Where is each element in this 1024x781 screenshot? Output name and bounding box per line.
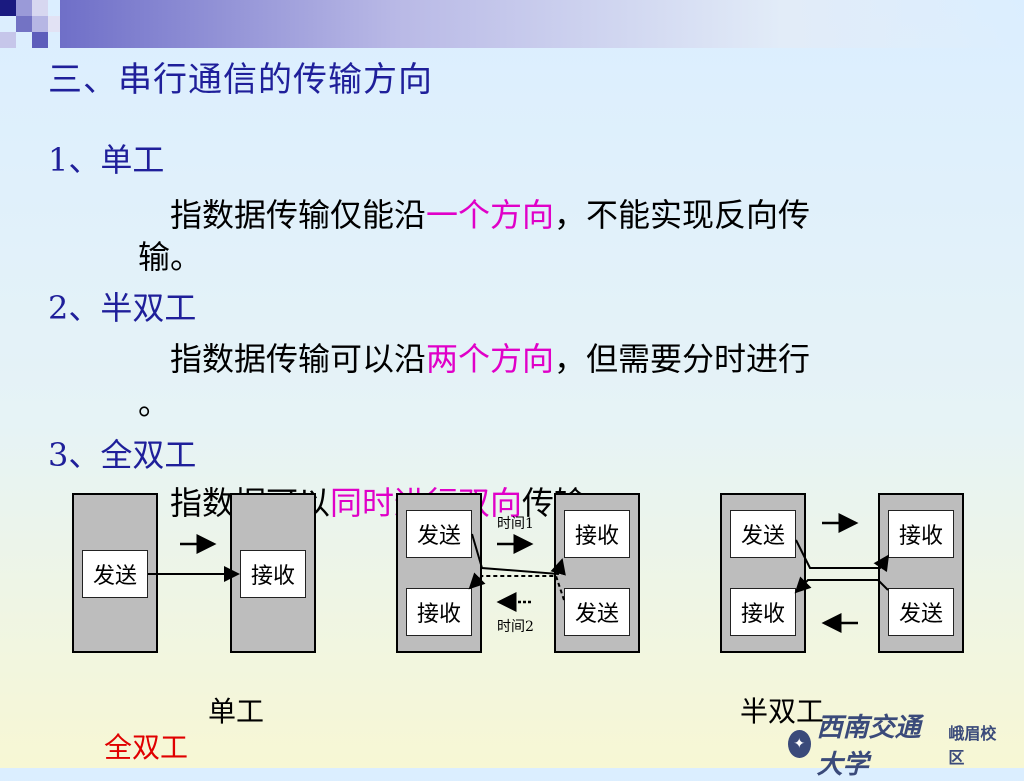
university-logo: ✦ 西南交通大学 峨眉校区 [788,713,1000,780]
deco-square [16,16,32,32]
university-name: 西南交通大学 [816,713,921,780]
fullduplex-forward-line [795,539,890,573]
halfduplex-send-top-box: 发送 [406,510,472,558]
section-text-simplex-cont: 输。 [138,238,203,276]
caption-halfduplex: 半双工 [740,695,825,728]
university-seal-icon: ✦ [788,730,811,758]
section-heading-fullduplex: 3、全双工 [48,436,197,474]
fullduplex-send-top-box: 发送 [730,510,796,558]
fullduplex-recv-top-box: 接收 [888,510,954,558]
section-heading-halfduplex: 2、半双工 [48,289,197,327]
time1-label: 时间1 [497,516,534,532]
section-heading-simplex: 1、单工 [48,141,165,179]
halfduplex-recv-top-box: 接收 [564,510,630,558]
halfduplex-forward-line [471,533,566,576]
text-segment: ，不能实现反向传 [554,196,811,234]
deco-square [0,0,16,16]
halfduplex-return-line [468,572,565,601]
deco-square [32,32,48,48]
fullduplex-recv-bottom-left-box: 接收 [730,588,796,636]
halfduplex-send-bottom-box: 发送 [564,588,630,636]
text-segment: 指数据传输仅能沿 [170,196,427,234]
section-text-simplex: 指数据传输仅能沿一个方向，不能实现反向传 [170,190,810,236]
fullduplex-send-bottom-box: 发送 [888,588,954,636]
simplex-send-box: 发送 [82,550,148,598]
fullduplex-return-line [794,576,889,594]
section-text-halfduplex-cont: 。 [138,384,171,422]
halfduplex-recv-bottom-left-box: 接收 [406,588,472,636]
caption-fullduplex: 全双工 [104,731,189,764]
caption-simplex: 单工 [208,695,265,728]
deco-square [32,16,48,32]
time2-label: 时间2 [497,619,534,635]
deco-square [16,0,32,16]
highlight-text: 两个方向 [426,340,555,378]
section-text-halfduplex: 指数据传输可以沿两个方向，但需要分时进行 [170,334,810,380]
simplex-recv-box: 接收 [240,550,306,598]
slide-title: 三、串行通信的传输方向 [48,60,433,100]
deco-square [48,16,60,32]
deco-square [0,32,16,48]
text-segment: 指数据传输可以沿 [170,340,427,378]
highlight-text: 一个方向 [426,196,555,234]
deco-square [32,0,48,16]
text-segment: ，但需要分时进行 [554,340,811,378]
campus-name: 峨眉校区 [948,724,997,767]
header-gradient-bar [60,0,1024,48]
